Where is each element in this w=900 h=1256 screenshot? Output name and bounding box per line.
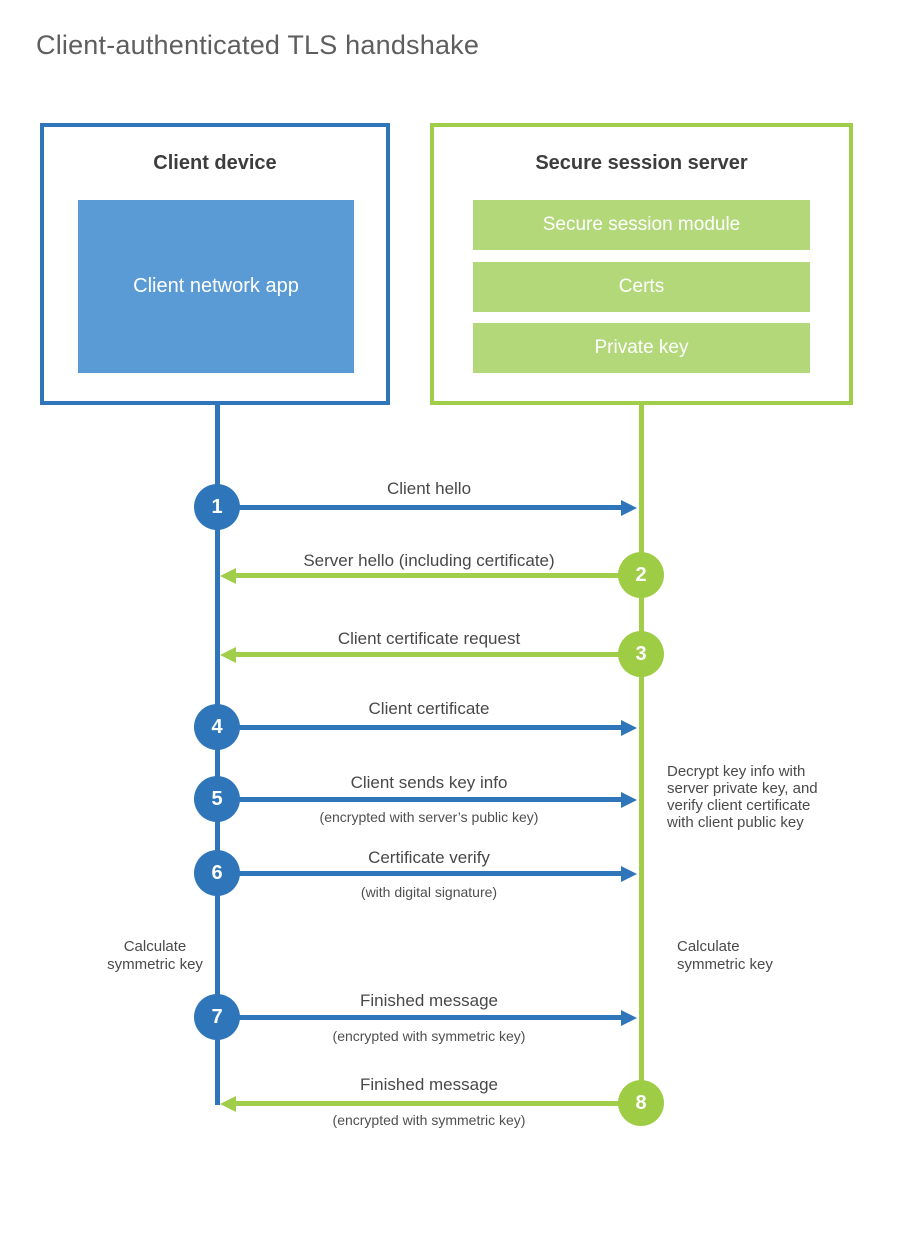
secure-session-server-title: Secure session server <box>535 152 748 174</box>
step-circle-5: 5 <box>194 776 240 822</box>
client-calc-symmetric-key: Calculate symmetric key <box>107 938 203 973</box>
message-label-cert-request: Client certificate request <box>337 629 521 648</box>
client-network-app-label: Client network app <box>133 275 299 297</box>
step-circle-8: 8 <box>618 1080 664 1126</box>
message-label-finished-server: Finished message <box>360 1075 498 1094</box>
step-circle-3: 3 <box>618 631 664 677</box>
message-label-finished-client: Finished message <box>360 991 498 1010</box>
server-module-private-key: Private key <box>473 323 810 373</box>
arrow-cert-request <box>220 646 639 663</box>
message-sublabel-cert-verify: (with digital signature) <box>360 884 498 900</box>
server-module-certs: Certs <box>473 262 810 312</box>
arrow-finished-client <box>218 1009 637 1026</box>
client-lifeline <box>215 405 220 1105</box>
server-calc-symmetric-key: Calculate symmetric key <box>677 938 773 973</box>
arrow-client-hello <box>218 499 637 516</box>
arrow-key-info <box>218 791 637 808</box>
arrow-client-cert <box>218 719 637 736</box>
server-lifeline <box>639 405 644 1103</box>
step-circle-6: 6 <box>194 850 240 896</box>
step-circle-7: 7 <box>194 994 240 1040</box>
step-circle-4: 4 <box>194 704 240 750</box>
message-label-key-info: Client sends key info <box>350 773 508 792</box>
message-sublabel-key-info: (encrypted with server’s public key) <box>319 809 539 825</box>
message-label-client-cert: Client certificate <box>368 699 490 718</box>
step-circle-2: 2 <box>618 552 664 598</box>
message-sublabel-finished-server: (encrypted with symmetric key) <box>332 1112 526 1128</box>
step-circle-1: 1 <box>194 484 240 530</box>
arrow-finished-server <box>220 1095 639 1112</box>
server-decrypt-note: Decrypt key info with server private key… <box>667 763 818 831</box>
message-label-client-hello: Client hello <box>386 479 472 498</box>
client-network-app-box: Client network app <box>78 200 354 373</box>
server-module-secure-session: Secure session module <box>473 200 810 250</box>
message-label-cert-verify: Certificate verify <box>368 848 490 867</box>
arrow-server-hello <box>220 567 639 584</box>
diagram-title: Client-authenticated TLS handshake <box>36 30 480 60</box>
client-device-title: Client device <box>153 152 277 174</box>
message-sublabel-finished-client: (encrypted with symmetric key) <box>332 1028 526 1044</box>
arrow-cert-verify <box>218 865 637 882</box>
message-label-server-hello: Server hello (including certificate) <box>303 551 555 570</box>
